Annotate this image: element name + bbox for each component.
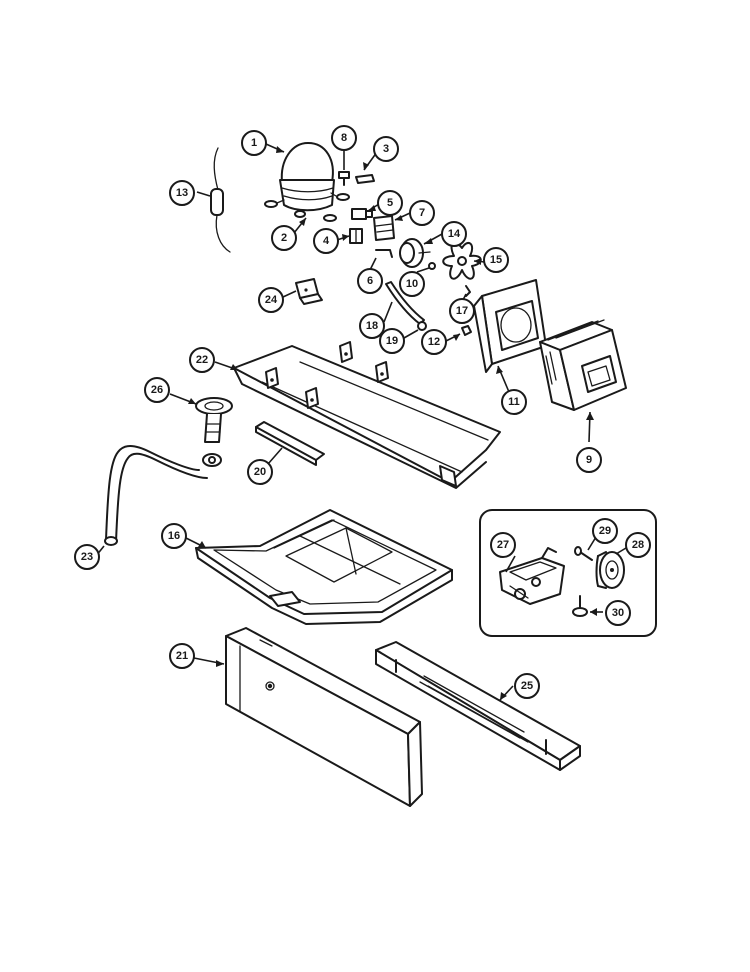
callout-14: 14 <box>441 221 467 247</box>
callout-28: 28 <box>625 532 651 558</box>
svg-text:3: 3 <box>383 143 389 155</box>
svg-text:24: 24 <box>265 294 278 306</box>
svg-text:15: 15 <box>490 254 502 266</box>
svg-text:19: 19 <box>386 335 398 347</box>
svg-text:8: 8 <box>341 132 347 144</box>
svg-text:14: 14 <box>448 228 461 240</box>
svg-text:7: 7 <box>419 207 425 219</box>
callout-30: 30 <box>605 600 631 626</box>
cord-clamp-part <box>295 278 323 305</box>
svg-text:2: 2 <box>281 232 287 244</box>
callout-10: 10 <box>399 271 425 297</box>
callout-16: 16 <box>161 523 187 549</box>
callout-5: 5 <box>377 190 403 216</box>
svg-text:26: 26 <box>151 384 163 396</box>
svg-text:30: 30 <box>612 607 624 619</box>
relay-part-4 <box>349 228 363 244</box>
svg-text:13: 13 <box>176 187 188 199</box>
svg-text:25: 25 <box>521 680 533 692</box>
nut-part-10 <box>428 262 436 270</box>
compressor-part <box>264 142 350 222</box>
clip-part-17 <box>465 285 471 297</box>
toe-grille-part <box>225 627 423 807</box>
svg-text:18: 18 <box>366 320 378 332</box>
screw-part-12 <box>461 325 472 336</box>
fan-motor-part <box>399 238 431 268</box>
callout-22: 22 <box>189 347 215 373</box>
callout-2: 2 <box>271 225 297 251</box>
svg-text:23: 23 <box>81 551 93 563</box>
callout-17: 17 <box>449 298 475 324</box>
callout-24: 24 <box>258 287 284 313</box>
screw-part-29 <box>574 546 593 561</box>
screw-part-19 <box>417 321 427 331</box>
callout-25: 25 <box>514 673 540 699</box>
relay-cover-part-7 <box>373 215 395 241</box>
callout-4: 4 <box>313 228 339 254</box>
svg-text:16: 16 <box>168 530 180 542</box>
callout-20: 20 <box>247 459 273 485</box>
bolt-part-8 <box>338 171 350 186</box>
drain-funnel-part <box>195 397 233 467</box>
callout-21: 21 <box>169 643 195 669</box>
fan-shroud-part <box>473 279 547 373</box>
callout-29: 29 <box>592 518 618 544</box>
callout-8: 8 <box>331 125 357 151</box>
svg-text:28: 28 <box>632 539 644 551</box>
svg-text:17: 17 <box>456 305 468 317</box>
svg-text:5: 5 <box>387 197 393 209</box>
callout-18: 18 <box>359 313 385 339</box>
svg-text:21: 21 <box>176 650 188 662</box>
callout-12: 12 <box>421 329 447 355</box>
heater-tube-part <box>255 421 325 466</box>
callout-9: 9 <box>576 447 602 473</box>
base-pan-part <box>233 341 501 489</box>
svg-text:4: 4 <box>323 235 330 247</box>
wheel-part-28 <box>595 551 625 589</box>
callout-23: 23 <box>74 544 100 570</box>
inset-detail-box <box>479 509 657 637</box>
svg-text:6: 6 <box>367 275 373 287</box>
svg-text:10: 10 <box>406 278 418 290</box>
callout-6: 6 <box>357 268 383 294</box>
motor-bracket-part <box>385 281 425 325</box>
svg-text:11: 11 <box>508 396 520 408</box>
svg-text:22: 22 <box>196 354 208 366</box>
svg-text:9: 9 <box>586 454 592 466</box>
condenser-part <box>539 319 627 411</box>
drain-pan-part <box>195 509 453 625</box>
callout-27: 27 <box>490 532 516 558</box>
drier-part <box>210 147 231 253</box>
callout-3: 3 <box>373 136 399 162</box>
clip-part-6 <box>375 249 393 258</box>
svg-text:27: 27 <box>497 539 509 551</box>
drain-tube-part <box>104 445 208 546</box>
svg-text:1: 1 <box>251 137 257 149</box>
leveler-part-30 <box>572 595 588 617</box>
callout-19: 19 <box>379 328 405 354</box>
svg-text:20: 20 <box>254 466 266 478</box>
callout-26: 26 <box>144 377 170 403</box>
callout-15: 15 <box>483 247 509 273</box>
clip-part-3 <box>355 174 375 184</box>
fan-motor-bracket-part <box>499 547 565 605</box>
callout-1: 1 <box>241 130 267 156</box>
fan-blade-part <box>442 241 482 280</box>
svg-text:29: 29 <box>599 525 611 537</box>
svg-text:12: 12 <box>428 336 440 348</box>
callout-7: 7 <box>409 200 435 226</box>
callout-11: 11 <box>501 389 527 415</box>
grille-rail-part <box>375 641 581 771</box>
callout-13: 13 <box>169 180 195 206</box>
